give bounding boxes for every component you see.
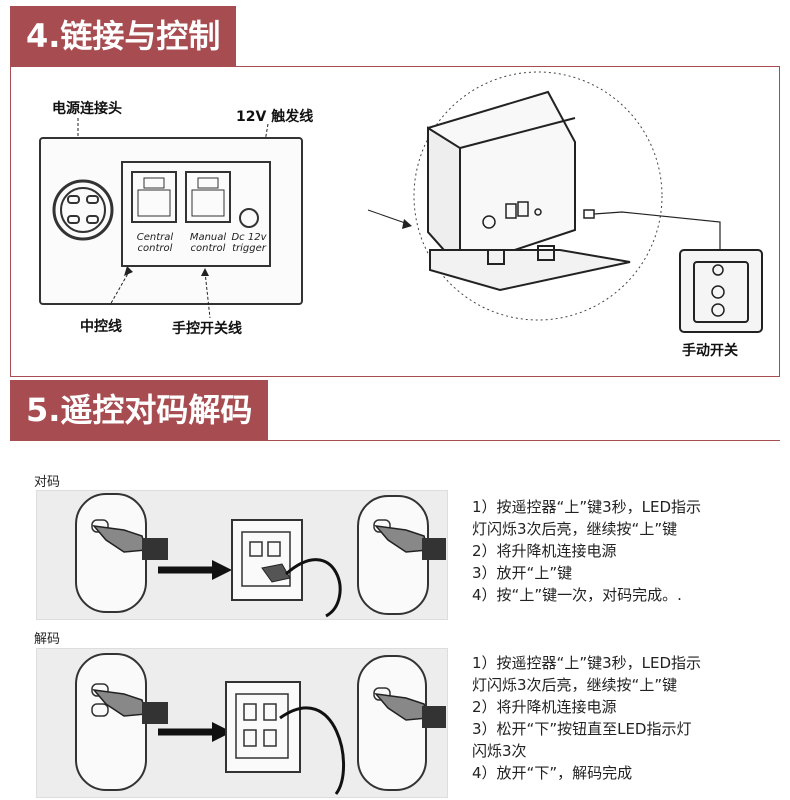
section-border-right xyxy=(779,66,780,376)
trigger-12v-label: 12V 触发线 xyxy=(236,109,314,125)
lift-device-diagram xyxy=(367,71,763,333)
unpair-step-line: 1）按遥控器“上”键3秒，LED指示 xyxy=(472,654,702,672)
pair-illustration-drawing xyxy=(75,493,446,618)
section-title-remote-pairing: 5.遥控对码解码 xyxy=(10,380,269,440)
central-control-wire-label: 中控线 xyxy=(80,319,122,335)
pair-label: 对码 xyxy=(34,475,61,490)
unpair-label: 解码 xyxy=(34,632,61,647)
section-title-connection: 4.链接与控制 xyxy=(10,6,237,66)
section-divider-remote xyxy=(10,440,780,441)
section-border-left xyxy=(10,66,11,376)
manual-switch-label: 手动开关 xyxy=(682,343,738,359)
section-divider-middle xyxy=(10,376,780,377)
manual-switch-wire-label: 手控开关线 xyxy=(172,321,242,337)
unpair-step-line: 闪烁3次 xyxy=(472,742,527,760)
pair-step-line: 2）将升降机连接电源 xyxy=(472,542,617,560)
unpair-steps: 1）按遥控器“上”键3秒，LED指示 灯闪烁3次后亮，继续按“上”键 2）将升降… xyxy=(472,652,701,784)
power-connector-label: 电源连接头 xyxy=(52,101,122,117)
pair-steps: 1）按遥控器“上”键3秒，LED指示 灯闪烁3次后亮，继续按“上”键 2）将升降… xyxy=(472,496,701,606)
section-divider-top xyxy=(10,66,780,67)
unpair-step-line: 4）放开“下”，解码完成 xyxy=(472,764,633,782)
pair-step-line: 灯闪烁3次后亮，继续按“上”键 xyxy=(472,520,678,538)
control-panel-diagram xyxy=(39,118,303,319)
unpair-step-line: 3）松开“下”按钮直至LED指示灯 xyxy=(472,720,692,738)
pair-step-line: 4）按“上”键一次，对码完成。. xyxy=(472,586,682,604)
pair-step-line: 1）按遥控器“上”键3秒，LED指示 xyxy=(472,498,702,516)
pair-step-line: 3）放开“上”键 xyxy=(472,564,573,582)
unpair-step-line: 灯闪烁3次后亮，继续按“上”键 xyxy=(472,676,678,694)
unpair-illustration-drawing xyxy=(75,653,446,795)
unpair-step-line: 2）将升降机连接电源 xyxy=(472,698,617,716)
